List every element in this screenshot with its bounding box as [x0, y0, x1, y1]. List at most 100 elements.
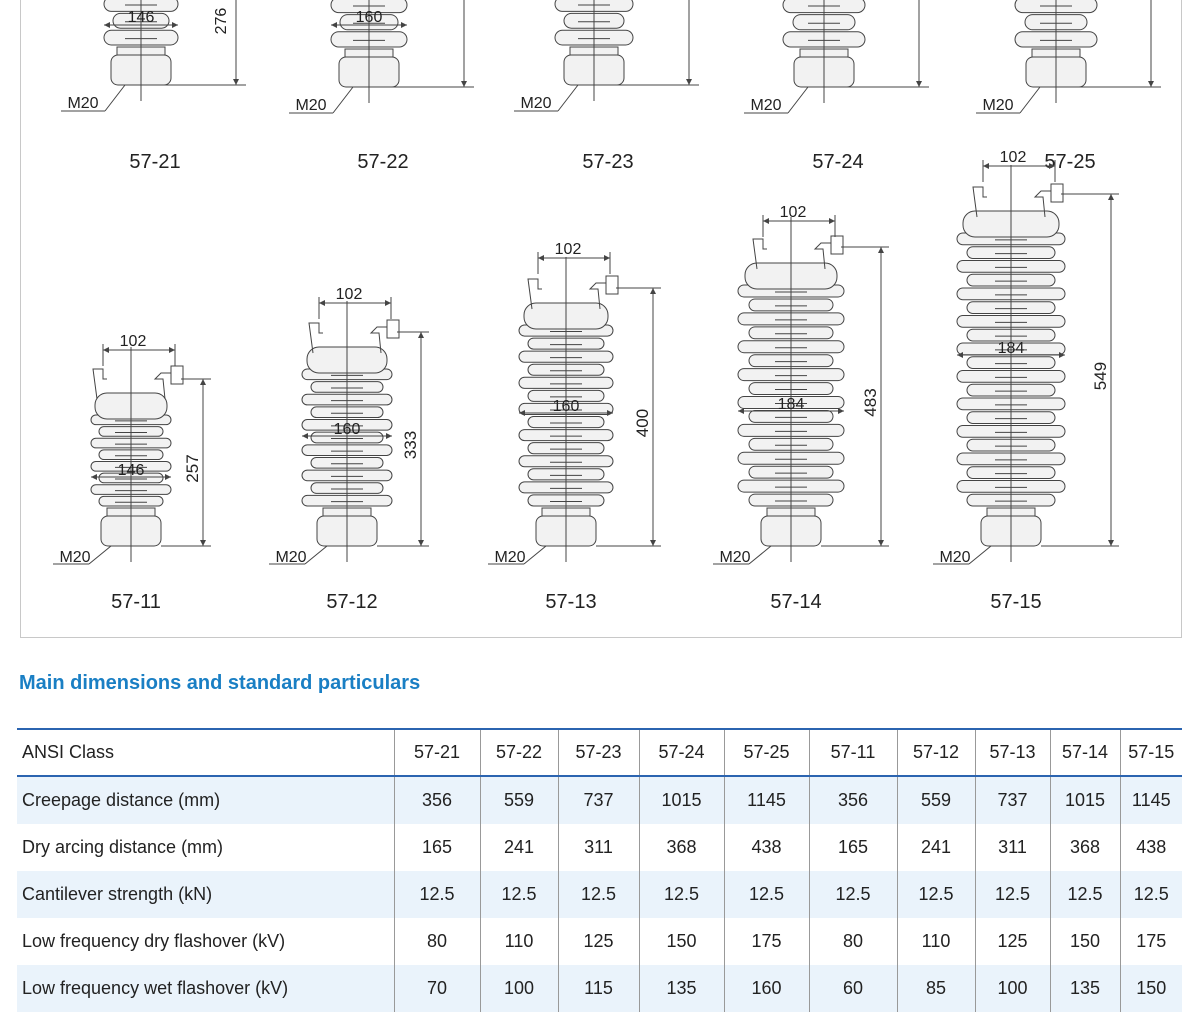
arrow-head: [200, 540, 206, 546]
arrow-head: [838, 408, 844, 414]
table-cell: 438: [723, 824, 809, 871]
row-label: Low frequency wet flashover (kV): [22, 978, 289, 998]
table-row: Low frequency wet flashover (kV) 70 100 …: [17, 965, 1182, 1012]
clamp-bolt: [830, 235, 844, 255]
table-cell: 80: [808, 918, 897, 965]
table-cell: 100: [974, 965, 1050, 1012]
width-label: 146: [128, 9, 155, 26]
thread-label: M20: [719, 549, 750, 566]
row-label: Low frequency dry flashover (kV): [22, 931, 286, 951]
arrow-head: [957, 352, 963, 358]
arrow-head: [738, 408, 744, 414]
model-label: 57-25: [1044, 151, 1095, 173]
table-cell: 150: [1119, 965, 1182, 1012]
height-label: 333: [401, 431, 420, 459]
arrow-head: [916, 81, 922, 87]
table-cell: 12.5: [479, 871, 558, 918]
table-cell: 12.5: [896, 871, 975, 918]
table-cell: 175: [1119, 918, 1182, 965]
model-label: 57-23: [582, 151, 633, 173]
table-cell: 356: [808, 776, 897, 824]
arrow-head: [386, 433, 392, 439]
dimension-line: [88, 545, 112, 565]
header-cell: 57-11: [808, 729, 897, 776]
table-header-row: ANSI Class 57-21 57-22 57-23 57-24 57-25…: [17, 729, 1182, 776]
table-cell: 438: [1119, 824, 1182, 871]
table-cell: 150: [638, 918, 724, 965]
height-label: 549: [1091, 362, 1110, 390]
model-label: 57-11: [111, 591, 161, 613]
arrow-head: [604, 255, 610, 261]
height-label: 400: [633, 409, 652, 437]
clamp-jaw: [813, 242, 831, 270]
arrow-head: [686, 79, 692, 85]
table-cell: 165: [393, 824, 480, 871]
table-cell: 12.5: [1049, 871, 1120, 918]
table-cell: 135: [638, 965, 724, 1012]
arrow-head: [607, 410, 613, 416]
row-label: Creepage distance (mm): [22, 790, 221, 810]
table-cell: 311: [974, 824, 1050, 871]
table-row: Low frequency dry flashover (kV) 80 110 …: [17, 918, 1182, 965]
table-cell: 737: [974, 776, 1050, 824]
table-cell: 110: [479, 918, 558, 965]
table-cell: 12.5: [393, 871, 480, 918]
table-cell: 12.5: [808, 871, 897, 918]
arrow-head: [650, 540, 656, 546]
table-cell: 12.5: [638, 871, 724, 918]
table-row: Dry arcing distance (mm) 165 241 311 368…: [17, 824, 1182, 871]
width-label: 102: [1000, 149, 1027, 166]
arrow-head: [165, 474, 171, 480]
table-cell: 175: [723, 918, 809, 965]
arrow-head: [200, 379, 206, 385]
arrow-head: [302, 433, 308, 439]
table-cell: 1145: [1119, 776, 1182, 824]
arrow-head: [829, 218, 835, 224]
table-cell: 559: [479, 776, 558, 824]
height-label: 483: [861, 388, 880, 416]
header-cell: 57-25: [723, 729, 809, 776]
arrow-head: [331, 22, 337, 28]
table-cell: 12.5: [723, 871, 809, 918]
table-cell: 12.5: [1119, 871, 1182, 918]
arrow-head: [983, 163, 989, 169]
table-row: Cantilever strength (kN) 12.5 12.5 12.5 …: [17, 871, 1182, 918]
arrow-head: [385, 300, 391, 306]
header-cell: 57-24: [638, 729, 724, 776]
model-label: 57-22: [357, 151, 408, 173]
table-cell: 1145: [723, 776, 809, 824]
arrow-head: [91, 474, 97, 480]
table-cell: 1015: [638, 776, 724, 824]
arrow-head: [650, 288, 656, 294]
clamp-bolt: [170, 365, 184, 385]
arrow-head: [401, 22, 407, 28]
arrow-head: [538, 255, 544, 261]
width-label: 184: [998, 340, 1025, 357]
clamp-jaw: [369, 326, 387, 354]
table-cell: 1015: [1049, 776, 1120, 824]
clamp-jaw: [153, 372, 171, 400]
table-cell: 165: [808, 824, 897, 871]
table-row: Creepage distance (mm) 356 559 737 1015 …: [17, 776, 1182, 824]
thread-label: M20: [295, 97, 326, 114]
arrow-head: [878, 247, 884, 253]
table-cell: 368: [638, 824, 724, 871]
header-cell: 57-23: [557, 729, 639, 776]
table-cell: 100: [479, 965, 558, 1012]
width-label: 102: [555, 241, 582, 258]
table-cell: 559: [896, 776, 975, 824]
arrow-head: [172, 22, 178, 28]
dimension-line: [104, 84, 126, 112]
table-cell: 135: [1049, 965, 1120, 1012]
clamp-bolt: [605, 275, 619, 295]
arrow-head: [1108, 194, 1114, 200]
table-cell: 115: [557, 965, 639, 1012]
clamp-jaw: [527, 278, 542, 310]
table-cell: 160: [723, 965, 809, 1012]
thread-label: M20: [494, 549, 525, 566]
table-cell: 80: [393, 918, 480, 965]
section-title: Main dimensions and standard particulars: [19, 672, 421, 694]
header-cell: 57-14: [1049, 729, 1120, 776]
width-label: 102: [120, 333, 147, 350]
